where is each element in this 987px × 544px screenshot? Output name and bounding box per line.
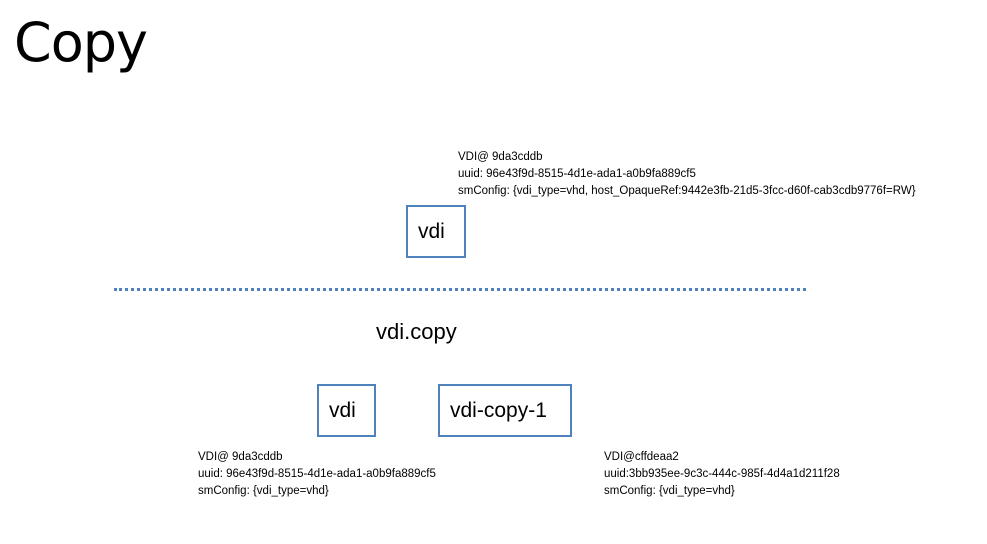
vdi-copy-box: vdi-copy-1 — [438, 384, 572, 437]
before-vdi-uuid: uuid: 96e43f9d-8515-4d1e-ada1-a0b9fa889c… — [458, 168, 696, 180]
vdi-copy-smconfig: smConfig: {vdi_type=vhd} — [604, 485, 735, 497]
after-vdi-ref: VDI@ 9da3cddb — [198, 451, 283, 463]
before-vdi-box: vdi — [406, 205, 466, 258]
vdi-copy-info: VDI@cffdeaa2 uuid:3bb935ee-9c3c-444c-985… — [604, 449, 840, 500]
dotted-divider — [114, 288, 806, 291]
page-title: Copy — [14, 11, 148, 74]
vdi-copy-ref: VDI@cffdeaa2 — [604, 451, 679, 463]
after-vdi-smconfig: smConfig: {vdi_type=vhd} — [198, 485, 329, 497]
after-vdi-label: vdi — [329, 399, 356, 422]
vdi-copy-uuid: uuid:3bb935ee-9c3c-444c-985f-4d4a1d211f2… — [604, 468, 840, 480]
before-vdi-ref: VDI@ 9da3cddb — [458, 151, 543, 163]
after-vdi-box: vdi — [317, 384, 376, 437]
before-vdi-info: VDI@ 9da3cddb uuid: 96e43f9d-8515-4d1e-a… — [458, 149, 916, 200]
after-vdi-uuid: uuid: 96e43f9d-8515-4d1e-ada1-a0b9fa889c… — [198, 468, 436, 480]
before-vdi-label: vdi — [418, 220, 445, 243]
operation-label: vdi.copy — [376, 319, 457, 344]
vdi-copy-label: vdi-copy-1 — [450, 399, 547, 422]
after-vdi-info: VDI@ 9da3cddb uuid: 96e43f9d-8515-4d1e-a… — [198, 449, 436, 500]
before-vdi-smconfig: smConfig: {vdi_type=vhd, host_OpaqueRef:… — [458, 185, 916, 197]
